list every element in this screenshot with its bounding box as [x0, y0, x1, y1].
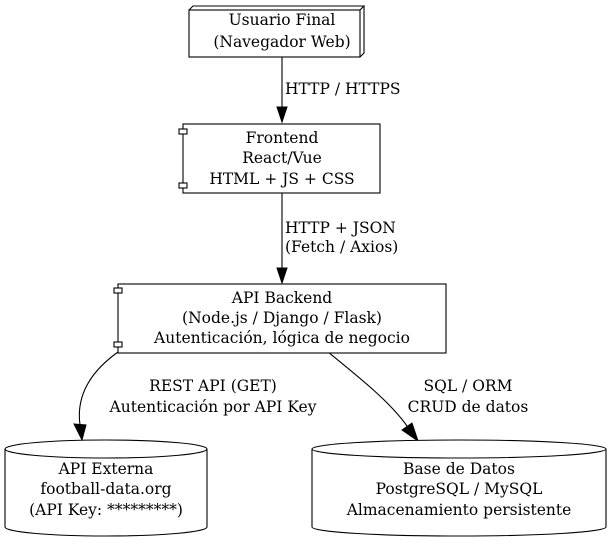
node-box [188, 9, 361, 58]
edge-line [78, 351, 119, 426]
node-label-line-2: (Node.js / Django / Flask) [182, 309, 382, 327]
node-label-line-2: (Navegador Web) [213, 33, 350, 51]
component-port-bottom [113, 341, 123, 348]
node-label-line-1: Usuario Final [229, 11, 336, 29]
edge-label-line-2: CRUD de datos [408, 398, 529, 416]
edge-label-line-1: HTTP + JSON [285, 219, 396, 237]
edge-frontend-to-backend [276, 193, 288, 285]
node-label-line-3: Autenticación, lógica de negocio [153, 329, 410, 347]
arrow-head [276, 267, 288, 285]
node-label-line-1: API Externa [58, 460, 154, 478]
node-box [117, 283, 447, 354]
edge-label-line-1: REST API (GET) [149, 377, 277, 395]
node-label-line-2: football-data.org [40, 480, 171, 498]
cylinder-top [311, 439, 607, 459]
node-database: Base de Datos PostgreSQL / MySQL Almacen… [311, 439, 607, 537]
node-label-line-2: PostgreSQL / MySQL [376, 480, 543, 498]
cylinder-top [4, 439, 208, 459]
node-backend: API Backend (Node.js / Django / Flask) A… [113, 283, 447, 354]
edge-backend-to-database [327, 351, 419, 443]
edge-label-line-1: HTTP / HTTPS [285, 80, 401, 98]
node-label-line-1: Frontend [246, 129, 319, 147]
cylinder-body [4, 449, 208, 537]
arrow-head [401, 422, 419, 443]
node-frontend: Frontend React/Vue HTML + JS + CSS [178, 123, 381, 194]
edge-label-line-1: SQL / ORM [424, 377, 513, 395]
node-label-line-3: Almacenamiento persistente [346, 501, 572, 519]
arrow-head [276, 106, 288, 124]
edge-label-line-2: Autenticación por API Key [109, 398, 317, 416]
edge-label-line-2: (Fetch / Axios) [285, 238, 398, 256]
component-port-top [178, 128, 188, 135]
component-port-top [113, 287, 123, 294]
node-label-line-1: Base de Datos [403, 460, 515, 478]
box-depth-top [188, 5, 366, 11]
node-label-line-2: React/Vue [242, 149, 322, 167]
component-port-bottom [178, 182, 188, 189]
arrow-head [73, 423, 87, 442]
node-label-line-3: HTML + JS + CSS [209, 170, 354, 188]
node-external-api: API Externa football-data.org (API Key: … [4, 439, 208, 537]
node-label-line-3: (API Key: *********) [29, 501, 183, 519]
edge-user-to-frontend [276, 57, 288, 124]
edge-label-backend-to-database: SQL / ORM CRUD de datos [408, 377, 529, 416]
edge-label-backend-to-external-api: REST API (GET) Autenticación por API Key [109, 377, 317, 416]
cylinder-body [311, 449, 607, 537]
node-label-line-1: API Backend [231, 289, 333, 307]
edge-backend-to-external-api [73, 351, 119, 442]
edge-label-frontend-to-backend: HTTP + JSON (Fetch / Axios) [285, 219, 398, 256]
node-box [182, 123, 381, 194]
node-user: Usuario Final (Navegador Web) [188, 5, 366, 58]
box-depth-side [359, 6, 365, 58]
edge-line [327, 351, 408, 427]
edge-label-user-to-frontend: HTTP / HTTPS [285, 80, 401, 98]
